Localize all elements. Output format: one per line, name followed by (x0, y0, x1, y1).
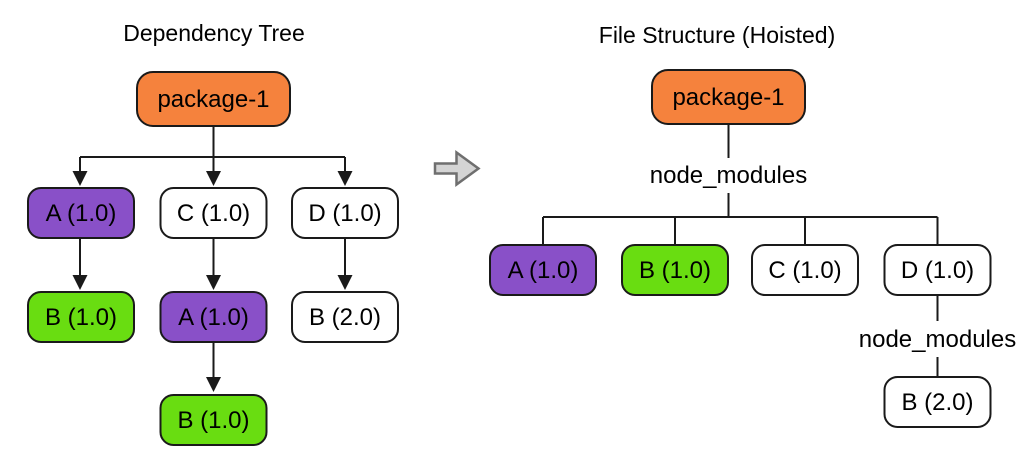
node-box (651, 69, 806, 125)
node-left-b-1.0-deep: B (1.0) (159, 394, 268, 446)
node-label: D (1.0) (308, 200, 381, 227)
transform-arrow-icon (433, 150, 481, 187)
dependency-tree-panel: Dependency Tree package-1 A (1.0) C (1.0… (27, 20, 399, 446)
node-right-b-1.0: B (1.0) (621, 244, 729, 296)
node-left-d-1.0: D (1.0) (291, 187, 399, 239)
node-modules-label-nested: node_modules (859, 326, 1016, 353)
node-right-package-1: package-1 (651, 69, 806, 125)
node-right-c-1.0: C (1.0) (751, 244, 859, 296)
node-left-b-2.0-under-d: B (2.0) (291, 291, 399, 343)
node-box (883, 376, 992, 428)
node-box (489, 244, 597, 296)
node-box (751, 244, 859, 296)
node-box (136, 71, 291, 127)
node-box (159, 187, 268, 239)
node-label: package-1 (157, 86, 269, 113)
file-structure-title: File Structure (Hoisted) (599, 22, 835, 48)
node-box (291, 291, 399, 343)
node-right-d-1.0: D (1.0) (883, 244, 992, 296)
node-right-a-1.0: A (1.0) (489, 244, 597, 296)
node-left-package-1: package-1 (136, 71, 291, 127)
node-label: C (1.0) (177, 200, 250, 227)
node-box (27, 291, 135, 343)
node-left-b-1.0-under-a: B (1.0) (27, 291, 135, 343)
right-tree-connectors (542, 124, 939, 376)
node-label: C (1.0) (768, 257, 841, 284)
node-label: A (1.0) (178, 304, 249, 331)
node-box (27, 187, 135, 239)
node-label: D (1.0) (901, 257, 974, 284)
node-label: B (1.0) (177, 407, 249, 434)
node-label: A (1.0) (508, 257, 579, 284)
node-label: B (2.0) (309, 304, 381, 331)
node-box (159, 394, 268, 446)
node-label: package-1 (672, 84, 784, 111)
node-left-c-1.0: C (1.0) (159, 187, 268, 239)
left-trunk-connector (80, 126, 345, 158)
node-box (621, 244, 729, 296)
dependency-tree-title: Dependency Tree (123, 20, 305, 46)
node-label: B (1.0) (639, 257, 711, 284)
node-left-a-1.0-under-c: A (1.0) (159, 291, 268, 343)
node-label: A (1.0) (46, 200, 117, 227)
node-right-b-2.0: B (2.0) (883, 376, 992, 428)
node-box (159, 291, 268, 343)
node-label: B (2.0) (901, 389, 973, 416)
node-modules-label-top: node_modules (650, 162, 807, 189)
node-label: B (1.0) (45, 304, 117, 331)
file-structure-panel: File Structure (Hoisted) package-1 node_… (489, 22, 1016, 428)
node-left-a-1.0: A (1.0) (27, 187, 135, 239)
node-box (291, 187, 399, 239)
node-box (883, 244, 992, 296)
